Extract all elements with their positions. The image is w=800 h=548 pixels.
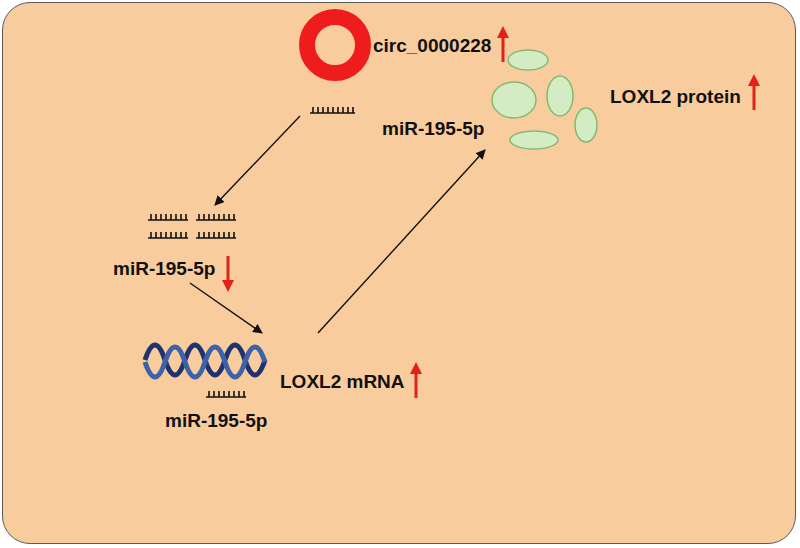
diagram-node: LOXL2 mRNA: [140, 333, 409, 403]
protein-ovals: [492, 50, 597, 149]
node-label: LOXL2 mRNA: [280, 371, 405, 393]
mrna-helix: [145, 347, 265, 377]
node-label: miR-195-5p: [113, 258, 215, 280]
mirna-label: miR-195-5p: [165, 410, 267, 432]
flow-arrow: [318, 150, 485, 333]
diagram-node: LOXL2 protein: [485, 38, 765, 158]
mirna-label: miR-195-5p: [382, 118, 484, 140]
flow-arrow: [190, 283, 262, 333]
node-label: circ_0000228: [373, 35, 491, 57]
change-arrows: [228, 32, 754, 398]
node-label: LOXL2 protein: [610, 86, 741, 108]
diagram-node: miR-195-5p: [108, 205, 268, 283]
circrna-ring: [307, 17, 363, 73]
diagram-node: circ_0000228: [290, 6, 505, 116]
flow-arrow: [215, 116, 300, 205]
